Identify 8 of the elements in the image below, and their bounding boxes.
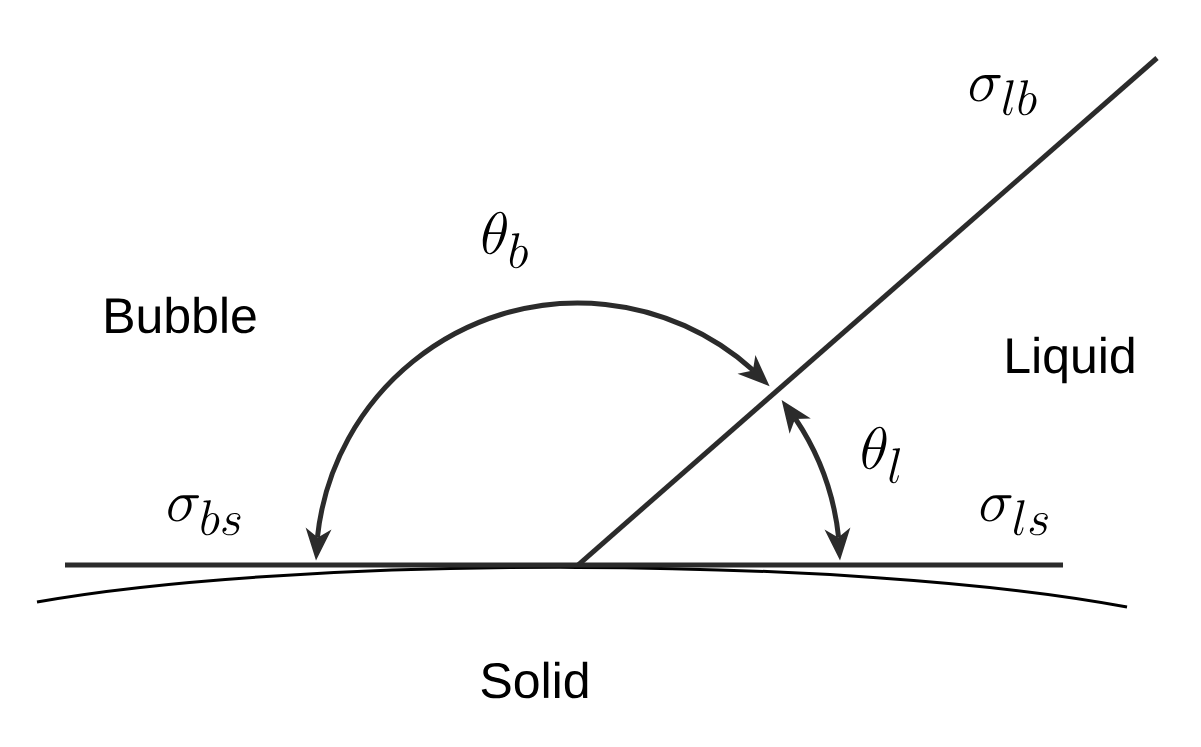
region-label: Bubble: [106, 296, 256, 334]
tension-symbol: $\sigma_{lb}$: [969, 75, 1037, 116]
tension-symbol: $\sigma_{bs}$: [168, 495, 241, 536]
tension-symbol: $\sigma_{ls}$: [980, 495, 1048, 536]
region-label: Solid: [481, 661, 588, 699]
angle-symbol: $\theta_l$: [862, 426, 901, 484]
region-label: Liquid: [1007, 336, 1134, 384]
angle-symbol: $\theta_b$: [482, 211, 528, 269]
